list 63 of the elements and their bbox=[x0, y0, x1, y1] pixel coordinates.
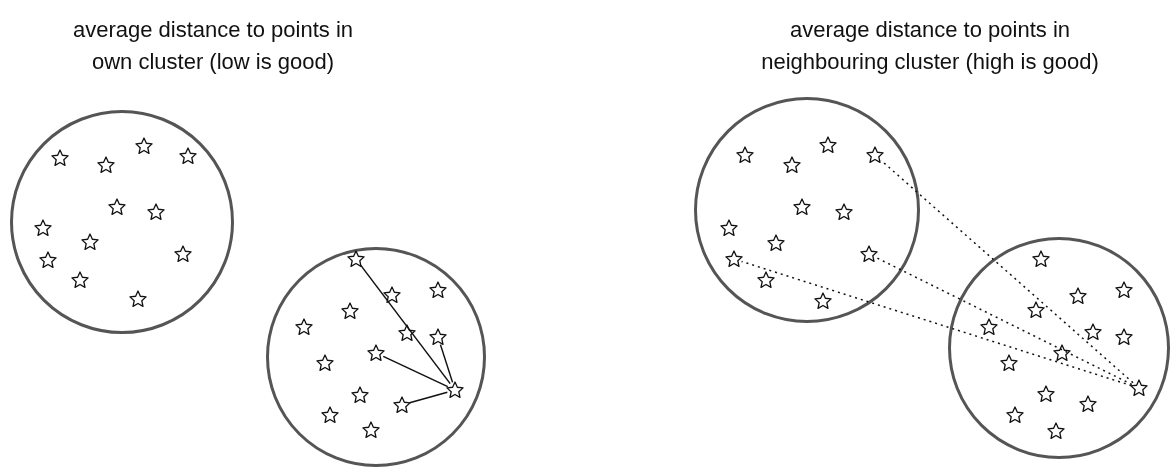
star-icon bbox=[980, 318, 998, 336]
star-icon bbox=[1084, 323, 1102, 341]
cluster-circle bbox=[10, 110, 234, 334]
star-icon bbox=[835, 203, 853, 221]
star-icon bbox=[720, 219, 738, 237]
star-icon bbox=[446, 381, 464, 399]
star-icon bbox=[398, 324, 416, 342]
star-icon bbox=[367, 344, 385, 362]
star-icon bbox=[1006, 406, 1024, 424]
star-icon bbox=[135, 137, 153, 155]
star-icon bbox=[1000, 354, 1018, 372]
star-icon bbox=[321, 406, 339, 424]
star-icon bbox=[767, 234, 785, 252]
star-icon bbox=[1053, 344, 1071, 362]
star-icon bbox=[393, 396, 411, 414]
star-icon bbox=[34, 219, 52, 237]
star-icon bbox=[429, 328, 447, 346]
distance-line bbox=[382, 355, 449, 388]
star-icon bbox=[81, 233, 99, 251]
star-icon bbox=[429, 281, 447, 299]
star-icon bbox=[174, 245, 192, 263]
panel-heading: average distance to points in neighbouring cluster (high is good) bbox=[760, 16, 1100, 76]
star-icon bbox=[341, 302, 359, 320]
cluster-circle bbox=[948, 237, 1170, 459]
star-icon bbox=[295, 318, 313, 336]
star-icon bbox=[129, 290, 147, 308]
star-icon bbox=[725, 250, 743, 268]
star-icon bbox=[383, 286, 401, 304]
cluster-circle bbox=[266, 247, 486, 467]
star-icon bbox=[1079, 395, 1097, 413]
star-icon bbox=[351, 386, 369, 404]
star-icon bbox=[1115, 328, 1133, 346]
star-icon bbox=[819, 136, 837, 154]
star-icon bbox=[316, 354, 334, 372]
star-icon bbox=[736, 146, 754, 164]
star-icon bbox=[814, 292, 832, 310]
distance-line bbox=[408, 391, 449, 404]
star-icon bbox=[97, 156, 115, 174]
star-icon bbox=[71, 271, 89, 289]
star-icon bbox=[866, 146, 884, 164]
dotted-line bbox=[875, 256, 1133, 386]
star-icon bbox=[757, 271, 775, 289]
distance-line bbox=[439, 343, 454, 384]
star-icon bbox=[1032, 250, 1050, 268]
star-icon bbox=[347, 250, 365, 268]
star-icon bbox=[793, 198, 811, 216]
star-icon bbox=[179, 147, 197, 165]
star-icon bbox=[1027, 301, 1045, 319]
cluster-circle bbox=[694, 97, 920, 323]
star-icon bbox=[39, 251, 57, 269]
star-icon bbox=[147, 203, 165, 221]
panel-heading: average distance to points in own cluster (low is good) bbox=[71, 16, 355, 76]
star-icon bbox=[783, 156, 801, 174]
star-icon bbox=[1069, 287, 1087, 305]
star-icon bbox=[860, 245, 878, 263]
star-icon bbox=[1115, 281, 1133, 299]
star-icon bbox=[1130, 379, 1148, 397]
star-icon bbox=[108, 198, 126, 216]
star-icon bbox=[362, 421, 380, 439]
star-icon bbox=[51, 149, 69, 167]
dotted-line bbox=[740, 260, 1133, 387]
star-icon bbox=[1037, 385, 1055, 403]
star-icon bbox=[1047, 422, 1065, 440]
